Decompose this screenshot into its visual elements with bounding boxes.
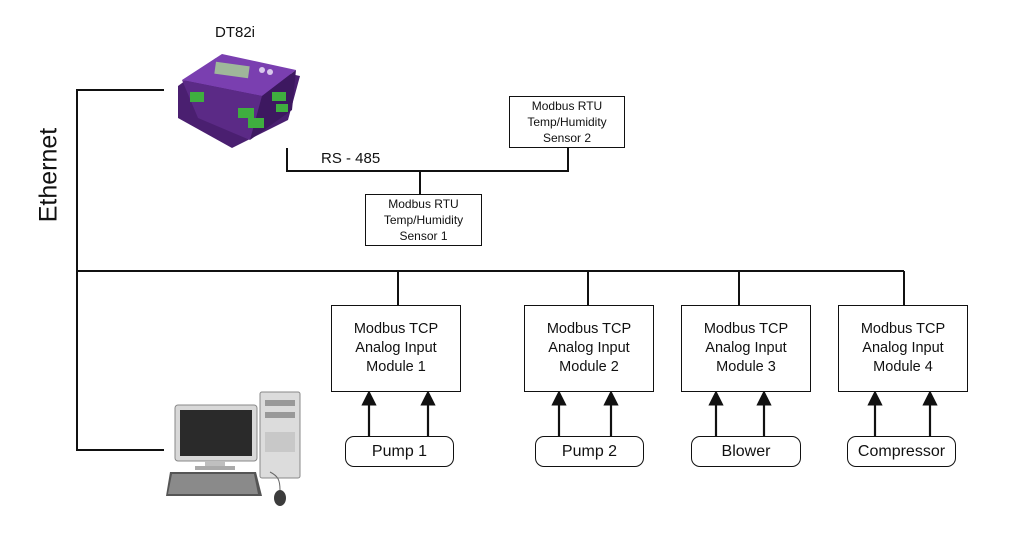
tcp-module-2-line-3: Module 2 xyxy=(559,359,619,375)
device-name-label: DT82i xyxy=(215,24,256,41)
tcp-module-3-line-3: Module 3 xyxy=(716,359,776,375)
rtu-sensor-1-line-2: Temp/Humidity xyxy=(383,213,464,227)
tcp-module-4-box: Modbus TCP Analog Input Module 4 xyxy=(838,305,968,392)
tcp-module-1-line-2: Analog Input xyxy=(355,340,437,356)
input-compressor: Compressor xyxy=(847,436,956,467)
computer-image xyxy=(166,391,301,506)
rtu-sensor-2-line-1: Modbus RTU xyxy=(531,99,603,113)
tcp-module-1-line-1: Modbus TCP xyxy=(353,321,439,337)
input-pump-2: Pump 2 xyxy=(535,436,644,467)
input-blower: Blower xyxy=(691,436,801,467)
tcp-module-4-line-1: Modbus TCP xyxy=(860,321,946,337)
rtu-sensor-1-box: Modbus RTU Temp/Humidity Sensor 1 xyxy=(365,194,482,246)
tcp-module-3-box: Modbus TCP Analog Input Module 3 xyxy=(681,305,811,392)
rtu-sensor-2-box: Modbus RTU Temp/Humidity Sensor 2 xyxy=(509,96,625,148)
tcp-module-1-line-3: Module 1 xyxy=(366,359,426,375)
rtu-sensor-1-line-3: Sensor 1 xyxy=(399,229,448,243)
tcp-module-4-line-2: Analog Input xyxy=(862,340,944,356)
tcp-module-4-line-3: Module 4 xyxy=(873,359,933,375)
ethernet-label: Ethernet xyxy=(34,127,63,223)
tcp-module-3-line-1: Modbus TCP xyxy=(703,321,789,337)
tcp-module-2-box: Modbus TCP Analog Input Module 2 xyxy=(524,305,654,392)
tcp-module-1-box: Modbus TCP Analog Input Module 1 xyxy=(331,305,461,392)
dt82i-device-image xyxy=(178,54,300,148)
tcp-module-3-line-2: Analog Input xyxy=(705,340,787,356)
tcp-module-2-line-2: Analog Input xyxy=(548,340,630,356)
tcp-module-2-line-1: Modbus TCP xyxy=(546,321,632,337)
input-pump-1: Pump 1 xyxy=(345,436,454,467)
rs485-line xyxy=(286,147,569,172)
rs485-label: RS - 485 xyxy=(321,150,381,167)
rtu-sensor-2-line-2: Temp/Humidity xyxy=(527,115,607,129)
rtu-sensor-1-line-1: Modbus RTU xyxy=(388,197,459,211)
rtu-sensor-2-line-3: Sensor 2 xyxy=(542,131,592,145)
